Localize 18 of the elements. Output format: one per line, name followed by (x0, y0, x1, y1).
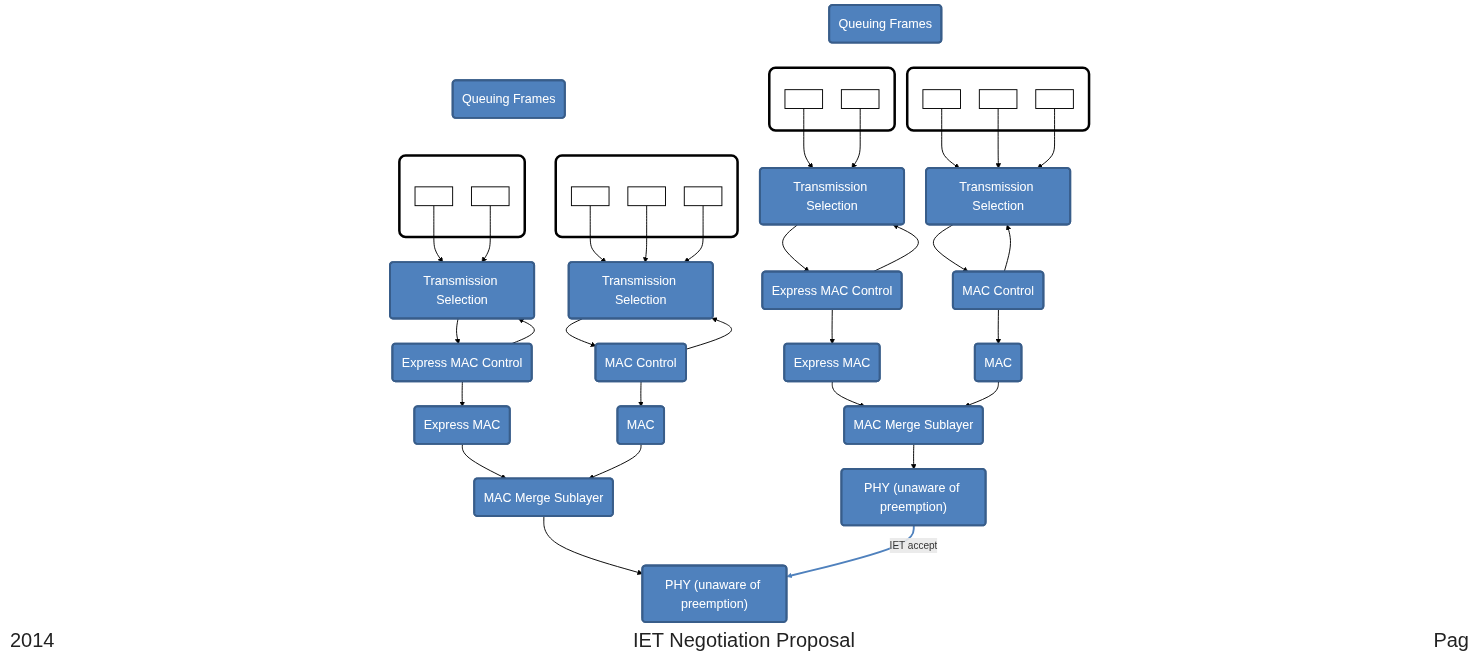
node-box (471, 186, 510, 207)
footer-text: IET Negotiation Proposal (632, 629, 855, 652)
node-box (922, 89, 961, 109)
cluster (554, 154, 739, 239)
node-box (978, 89, 1018, 109)
footer-text: Pag (1433, 629, 1469, 652)
node-box (1035, 89, 1074, 109)
node-box (414, 186, 454, 207)
node-box (570, 186, 610, 207)
cluster (768, 66, 896, 132)
node-box (683, 186, 723, 207)
node-box (627, 186, 666, 207)
cluster (398, 154, 526, 239)
edge-label: IET accept (889, 539, 938, 551)
node-box (840, 89, 880, 109)
cluster (905, 66, 1091, 132)
footer-text: 2014 (10, 629, 55, 652)
node-box (784, 89, 824, 109)
